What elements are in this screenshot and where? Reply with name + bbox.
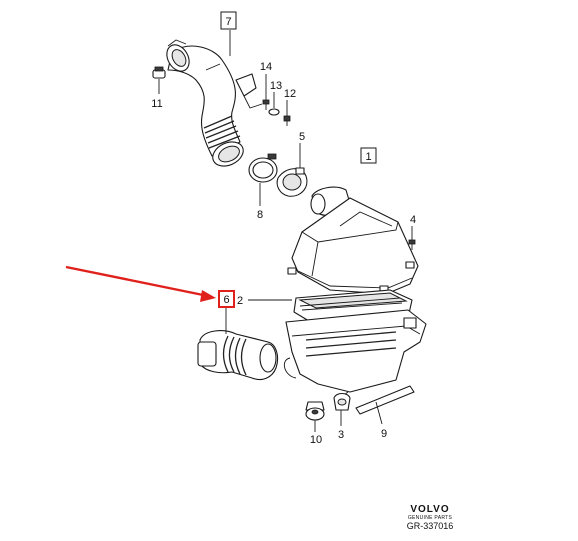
intake-hose-upper (166, 39, 263, 167)
seal-strip-9 (355, 385, 415, 425)
callout-box-6: 6 (218, 290, 235, 308)
brand-subtitle: GENUINE PARTS (407, 515, 453, 521)
intake-pipe-6 (197, 308, 279, 381)
callout-13: 13 (270, 80, 282, 92)
callout-10: 10 (310, 434, 322, 446)
callout-3: 3 (338, 429, 344, 441)
callout-box-7: 7 (220, 11, 237, 30)
brand-name: VOLVO (410, 504, 450, 515)
air-cleaner-assembly (283, 186, 427, 399)
callout-11: 11 (151, 98, 162, 110)
callout-8: 8 (257, 209, 263, 221)
pointer-arrow (65, 265, 216, 302)
bolt-12 (283, 100, 291, 126)
svg-text:1: 1 (365, 151, 371, 163)
callout-9: 9 (381, 428, 387, 440)
svg-text:6: 6 (223, 294, 229, 306)
washer-13 (268, 92, 280, 116)
bushing-3 (333, 392, 351, 426)
callout-box-1: 1 (360, 147, 377, 164)
diagram-code: GR-337016 (406, 521, 454, 531)
callout-5: 5 (299, 131, 305, 143)
svg-text:7: 7 (225, 16, 231, 28)
callout-2: 2 (237, 295, 243, 307)
screw-14 (262, 74, 270, 110)
nut-11 (152, 66, 166, 94)
grommet-10 (305, 401, 325, 432)
hose-clamp-8 (248, 153, 278, 206)
adapter-ring-5 (276, 143, 308, 197)
callout-14: 14 (260, 61, 272, 73)
callout-12: 12 (284, 88, 296, 100)
volvo-branding: VOLVO GENUINE PARTS GR-337016 (400, 505, 460, 532)
callout-4: 4 (410, 214, 416, 226)
